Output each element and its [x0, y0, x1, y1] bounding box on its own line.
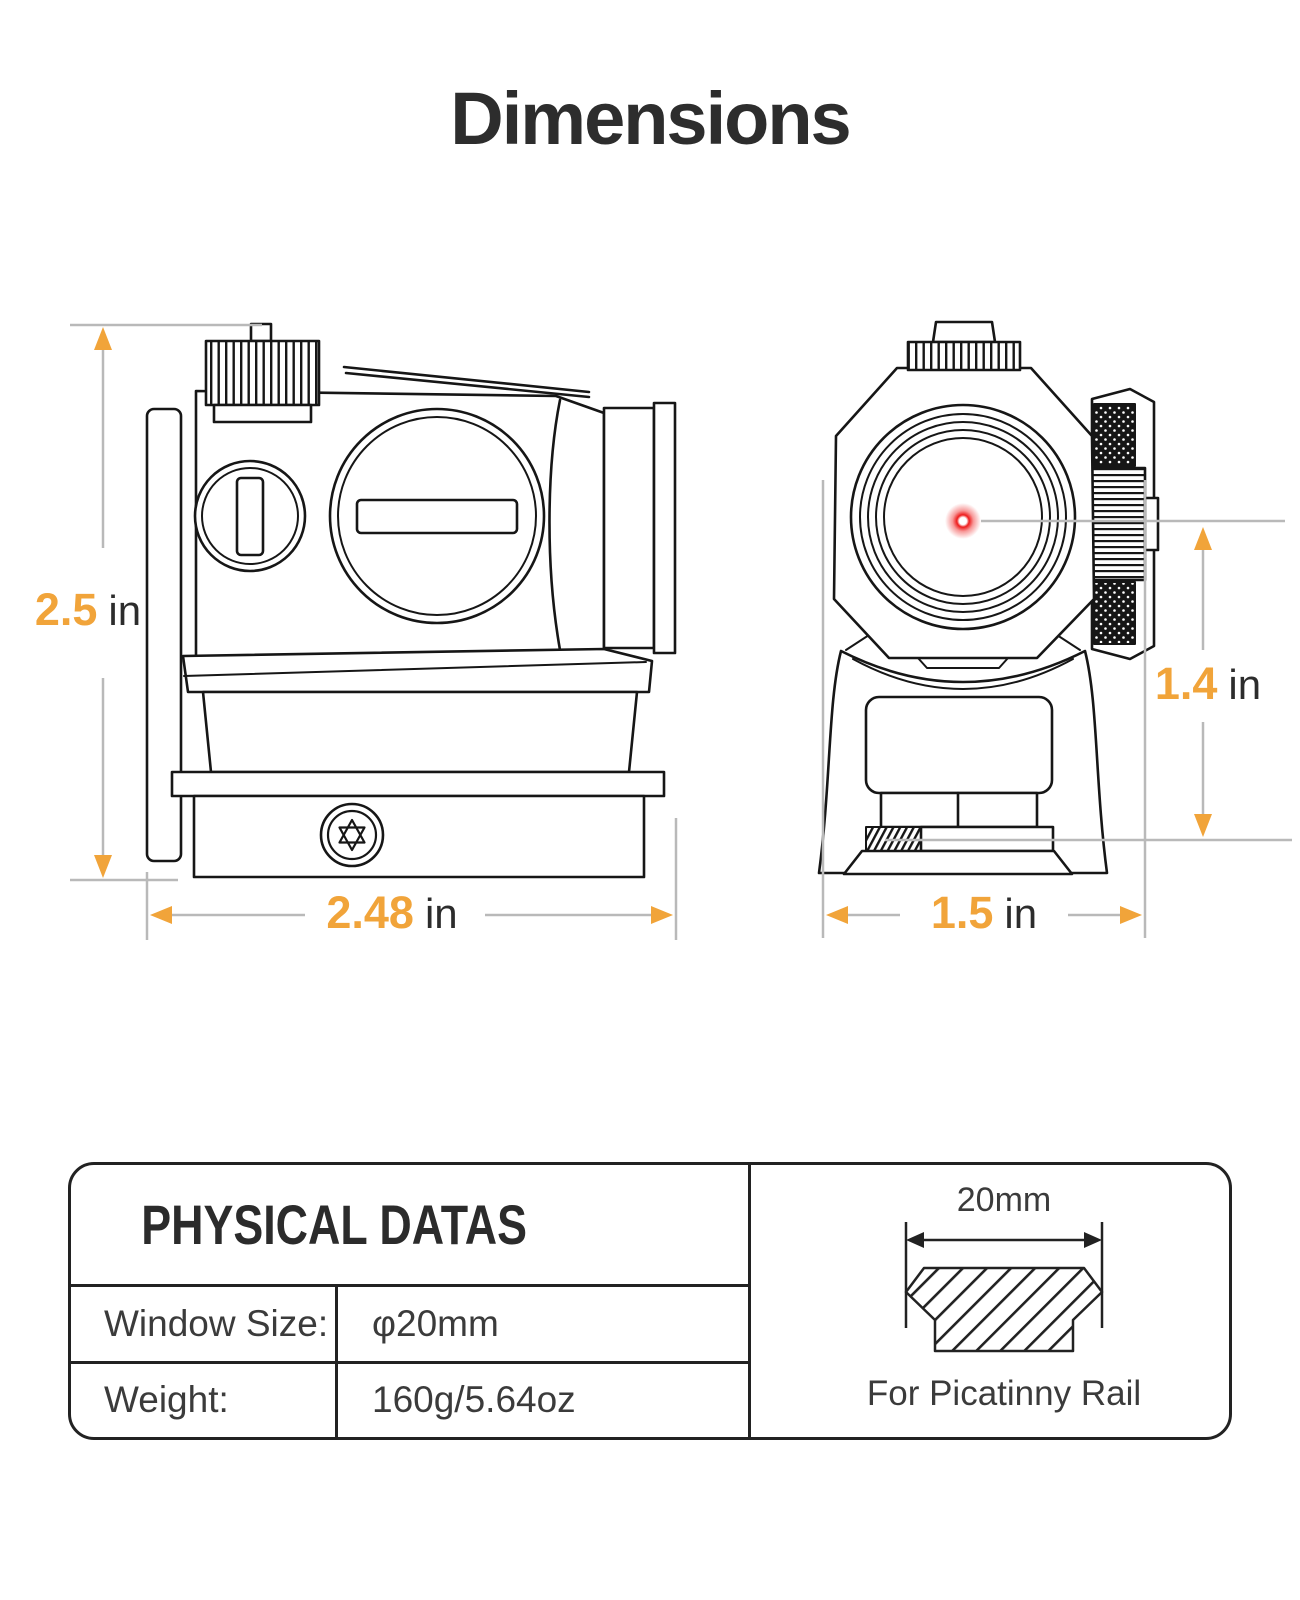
table-header-text: PHYSICAL DATAS: [141, 1193, 528, 1256]
row-value: 160g/5.64oz: [372, 1379, 576, 1421]
front-elevation-turret: [906, 320, 1022, 372]
dimension-label-side-width: 2.48 in: [272, 887, 512, 939]
front-lens-rings: [849, 403, 1077, 631]
side-torx-screw: [319, 802, 385, 868]
side-objective-hood: [602, 406, 656, 650]
dimension-value: 2.48: [326, 887, 414, 938]
table-header: PHYSICAL DATAS: [71, 1165, 748, 1287]
front-windage-knob: [1083, 387, 1160, 661]
dimension-label-front-width: 1.5 in: [864, 887, 1104, 939]
dimension-lines: [70, 323, 1292, 940]
dimension-value: 1.5: [930, 887, 994, 938]
page-title: Dimensions: [450, 77, 851, 160]
dimension-label-front-height: 1.4 in: [1108, 658, 1300, 710]
dimension-unit: in: [424, 890, 458, 937]
rail-caption: For Picatinny Rail: [866, 1374, 1142, 1413]
side-mount: [170, 647, 666, 879]
dimension-arrowheads: [94, 327, 1212, 924]
side-view-drawing: [145, 322, 677, 879]
dimension-unit: in: [1004, 890, 1038, 937]
side-objective-ring: [652, 401, 677, 655]
dimension-value: 1.4: [1154, 658, 1218, 709]
side-body-seam: [548, 398, 562, 652]
dimension-label-side-height: 2.5 in: [0, 584, 176, 636]
dimension-diagram: [70, 320, 1292, 940]
row-label: Weight:: [71, 1363, 338, 1437]
row-value: φ20mm: [372, 1302, 499, 1344]
row-label: Window Size:: [71, 1287, 338, 1361]
side-rail-line: [342, 365, 591, 394]
table-row: Window Size: φ20mm: [71, 1287, 748, 1364]
side-rail-line: [344, 371, 591, 399]
table-row: Weight: 160g/5.64oz: [71, 1363, 748, 1437]
rail-cell: 20mm For Picatinny Rail: [751, 1165, 1229, 1437]
side-brightness-dial: [328, 407, 546, 625]
rail-width-label: 20mm: [956, 1181, 1052, 1219]
side-battery-cap: [193, 459, 307, 573]
dimension-unit: in: [1228, 661, 1262, 708]
picatinny-rail-icon: [904, 1222, 1104, 1353]
side-eyepiece-ring: [145, 407, 183, 863]
physical-table-left: PHYSICAL DATAS Window Size: φ20mm Weight…: [71, 1165, 751, 1437]
physical-data-table: PHYSICAL DATAS Window Size: φ20mm Weight…: [68, 1162, 1232, 1440]
dimension-value: 2.5: [34, 584, 98, 635]
front-mount: [817, 634, 1109, 876]
red-dot: [945, 503, 981, 539]
front-view-drawing: [817, 320, 1160, 876]
dimension-unit: in: [108, 587, 142, 634]
side-elevation-turret: [204, 322, 321, 424]
